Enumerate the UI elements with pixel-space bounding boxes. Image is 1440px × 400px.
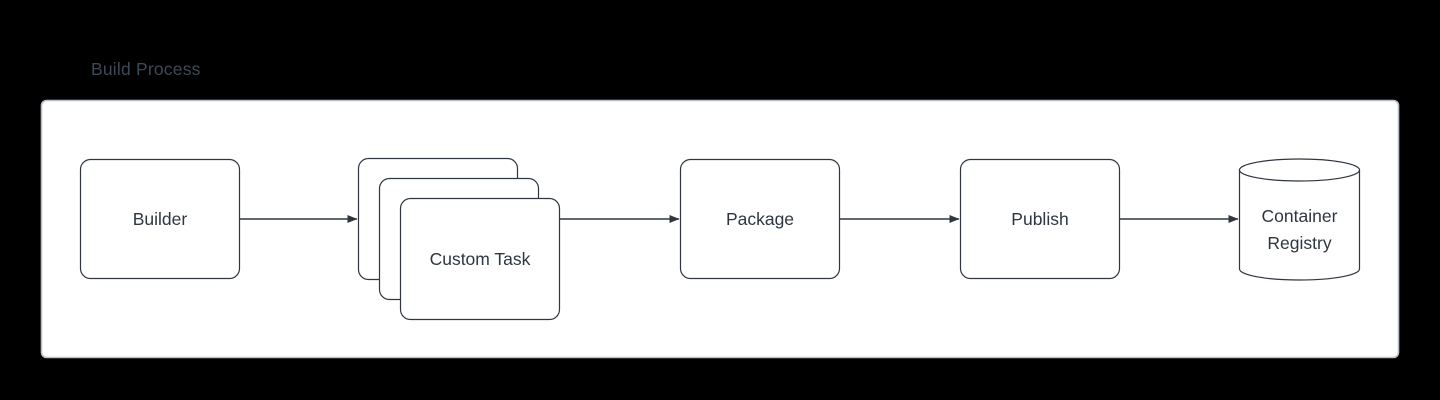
node-package[interactable]: Package — [679, 158, 841, 280]
node-custom-task-stack[interactable]: Custom Task Custom Task Custom Task — [357, 157, 561, 321]
node-custom-task-label: Custom Task — [430, 249, 531, 269]
node-container-registry[interactable]: Container Registry — [1238, 158, 1361, 281]
custom-task-card-front[interactable]: Custom Task — [399, 197, 561, 321]
node-builder[interactable]: Builder — [79, 158, 241, 280]
cylinder-top-ellipse — [1238, 158, 1361, 182]
node-container-registry-label-line2: Registry — [1267, 233, 1331, 253]
node-package-label: Package — [726, 209, 794, 229]
node-builder-label: Builder — [133, 209, 188, 229]
page-title: Build Process — [91, 59, 201, 79]
node-publish-label: Publish — [1011, 209, 1068, 229]
node-publish[interactable]: Publish — [959, 158, 1121, 280]
node-container-registry-label-line1: Container — [1262, 206, 1338, 226]
